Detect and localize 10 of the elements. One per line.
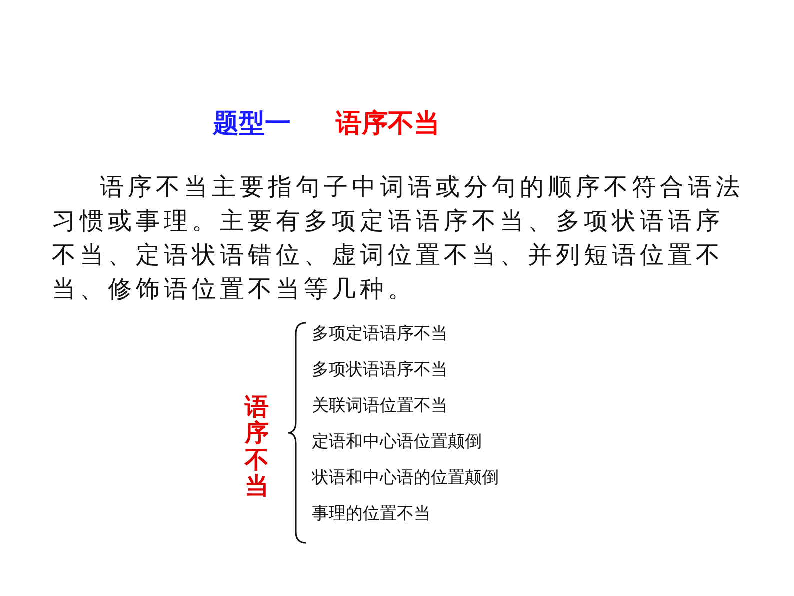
heading-text: 题型一 [213,108,291,141]
list-item: 关联词语位置不当 [312,395,448,417]
list-item: 状语和中心语的位置颠倒 [312,467,499,489]
heading-text: 语序不当 [336,108,440,141]
category-text: 语序不当 [245,394,269,500]
list-item: 定语和中心语位置颠倒 [312,431,482,453]
paragraph: 语序不当主要指句子中词语或分句的顺序不符合语法习惯或事理。主要有多项定语语序不当、多项状语语序不当、定语状语错位、虚词位置不当、并列短语位置不当、修饰语位置不当等几种。 [52,172,744,305]
list-item: 多项状语语序不当 [312,359,448,381]
list-item: 多项定语语序不当 [312,323,448,345]
list-item: 事理的位置不当 [312,503,431,525]
